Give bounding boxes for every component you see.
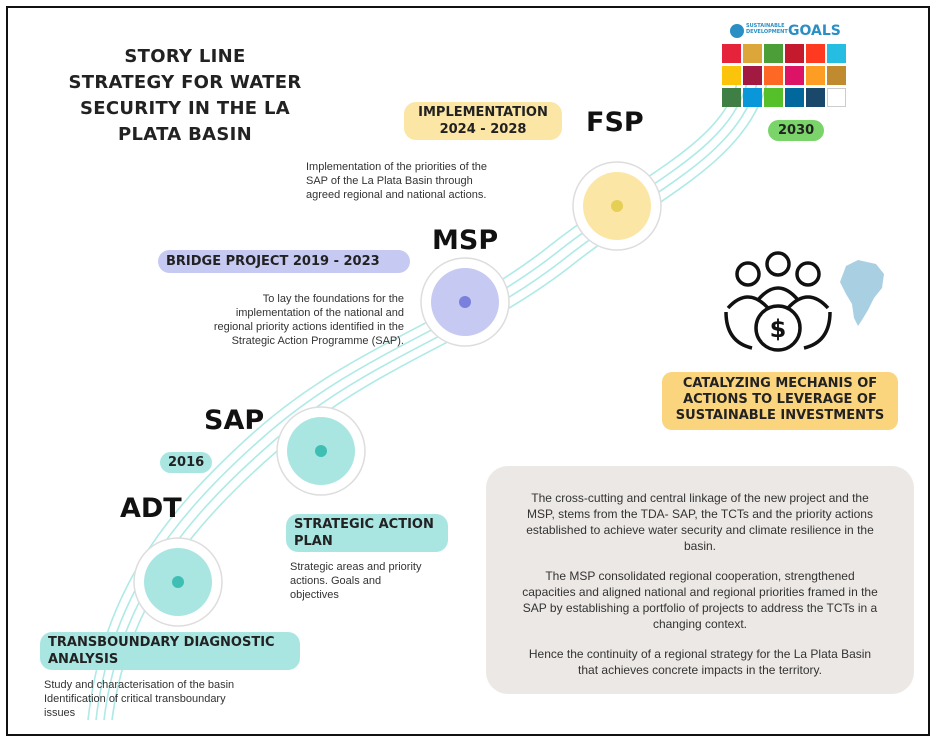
sdg-tile [764,44,783,63]
summary-paragraph-3: Hence the continuity of a regional strat… [486,646,914,678]
sap-desc-line-1: Strategic areas and priority [290,561,422,573]
adt-pill-line-1: TRANSBOUNDARY DIAGNOSTIC [48,635,275,650]
sap-circle [276,406,366,496]
adt-label: ADT [120,493,182,524]
adt-desc-line-1: Study and characterisation of the basin [44,679,235,691]
catalyze-line-2: ACTIONS TO LEVERAGE OF [683,392,877,407]
un-emblem-icon [730,24,744,38]
fsp-desc-line-2: SAP of the La Plata Basin through [306,175,473,187]
sdg-small-text-2: DEVELOPMENT [746,29,788,35]
sdg-tile [827,66,846,85]
msp-desc-line-1: To lay the foundations for the [262,293,404,305]
bridge-project-pill: BRIDGE PROJECT 2019 - 2023 [158,250,410,273]
title-line-2: STRATEGY FOR WATER [68,72,302,93]
msp-desc-line-4: Strategic Action Programme (SAP). [231,335,404,347]
sdg-tile [785,66,804,85]
sdg-small-text-1: SUSTAINABLE [746,23,785,29]
sdg-tile-grid [722,44,848,110]
implementation-pill-line-1: IMPLEMENTATION [418,105,548,120]
sdg-tile [806,66,825,85]
sdg-tile [785,44,804,63]
summary-p3-line-1: Hence the continuity of a regional strat… [528,647,872,661]
sdg-tile [722,44,741,63]
catalyzing-mechanism-box: CATALYZING MECHANIS OF ACTIONS TO LEVERA… [662,372,898,430]
adt-circle [133,537,223,627]
msp-description: To lay the foundations for the implement… [150,292,404,348]
title-line-1: STORY LINE [124,46,246,67]
diagram-title: STORY LINE STRATEGY FOR WATER SECURITY I… [60,44,310,148]
fsp-desc-line-3: agreed regional and national actions. [306,189,487,201]
sdg-tile [722,88,741,107]
south-america-map-icon [840,260,884,326]
transboundary-analysis-pill: TRANSBOUNDARY DIAGNOSTIC ANALYSIS [40,632,300,670]
sdg-tile [827,88,846,107]
sdg-tile [743,44,762,63]
summary-p2-line-1: The MSP consolidated regional cooperatio… [545,569,855,583]
sdg-goals-logo: SUSTAINABLE DEVELOPMENT GOALS [716,22,850,114]
summary-paragraph-2: The MSP consolidated regional cooperatio… [486,568,914,632]
msp-desc-line-2: implementation of the national and [235,307,404,319]
sdg-goals-text: GOALS [788,23,841,39]
catalyze-line-3: SUSTAINABLE INVESTMENTS [675,408,885,423]
fsp-description: Implementation of the priorities of the … [306,160,487,202]
year-2030-badge: 2030 [768,120,825,141]
catalyze-line-1: CATALYZING MECHANIS OF [682,376,878,391]
implementation-pill-line-2: 2024 - 2028 [439,122,527,137]
sap-pill-line-2: PLAN [294,534,333,549]
sap-pill-line-1: STRATEGIC ACTION [294,517,434,532]
sap-desc-line-3: objectives [290,589,339,601]
summary-paragraph-1: The cross-cutting and central linkage of… [486,490,914,554]
msp-circle [420,257,510,347]
adt-desc-line-2: Identification of critical transboundary [44,693,226,705]
sdg-tile [743,88,762,107]
fsp-label: FSP [586,107,644,138]
sap-label: SAP [204,405,265,436]
fsp-desc-line-1: Implementation of the priorities of the [306,161,487,173]
adt-description: Study and characterisation of the basin … [44,678,234,720]
summary-p1-line-3: established to achieve water security an… [526,523,874,537]
sdg-tile [806,88,825,107]
people-money-icon [724,251,832,352]
adt-pill-line-2: ANALYSIS [48,652,119,667]
adt-desc-line-3: issues [44,707,76,719]
sdg-tile [764,88,783,107]
year-2016-badge: 2016 [160,452,213,473]
sdg-tile [806,44,825,63]
summary-box: The cross-cutting and central linkage of… [486,466,914,694]
summary-p1-line-4: basin. [683,539,717,553]
summary-p2-line-2: capacities and aligned national and regi… [522,585,878,599]
msp-desc-line-3: regional priority actions identified in … [213,321,404,333]
summary-p1-line-2: MSP, stems from the TDA- SAP, the TCTs a… [527,507,873,521]
summary-p2-line-4: changing context. [652,617,748,631]
fsp-circle [572,161,662,251]
sdg-tile [764,66,783,85]
implementation-pill: IMPLEMENTATION 2024 - 2028 [404,102,562,140]
dollar-symbol: $ [770,315,787,343]
title-line-3: SECURITY IN THE LA [80,98,290,119]
sdg-tile [785,88,804,107]
summary-p3-line-2: that achieves concrete impacts in the te… [578,663,822,677]
sap-description: Strategic areas and priority actions. Go… [290,560,421,602]
sdg-tile [722,66,741,85]
msp-label: MSP [432,225,499,256]
sdg-tile [827,44,846,63]
summary-p1-line-1: The cross-cutting and central linkage of… [531,491,869,505]
summary-p2-line-3: SAP by establishing a portfolio of proje… [522,601,878,615]
title-line-4: PLATA BASIN [118,124,252,145]
strategic-action-plan-pill: STRATEGIC ACTION PLAN [286,514,448,552]
sap-desc-line-2: actions. Goals and [290,575,382,587]
sdg-tile [743,66,762,85]
